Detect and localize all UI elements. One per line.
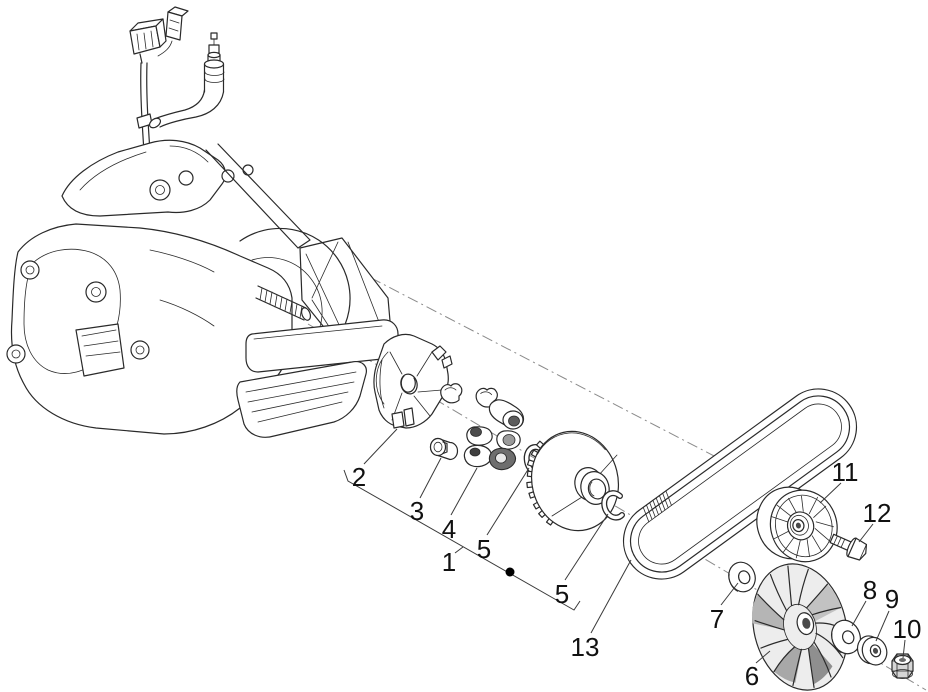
cooling-fins [236,319,399,438]
callout-1: 1 [442,547,456,577]
variator-half-part2 [373,333,453,429]
washer-part8 [831,619,861,655]
leader-8 [851,600,867,627]
callout-11: 11 [832,457,859,487]
roller-fan-blades [770,495,834,559]
leader-4 [450,467,478,516]
callout-3: 3 [410,496,424,526]
leader-lines [363,428,906,664]
leader-11 [819,482,842,504]
bolt-part12 [829,533,868,561]
callout-12: 12 [863,498,892,528]
drive-pulley-face [526,430,620,532]
engine-illustration [6,6,399,438]
callout-13: 13 [571,632,600,662]
leader-10 [902,639,906,659]
leader-5-left [486,467,530,536]
leader-3 [419,457,442,499]
belt-tooth-marks [642,490,672,523]
leader-2 [363,428,398,465]
callout-4: 4 [442,514,456,544]
variator-tab [431,345,447,361]
assembly-bracket-part1 [343,469,581,611]
bushing-part3 [429,437,459,461]
belt-part13 [622,388,858,580]
callout-6: 6 [745,661,759,691]
callout-7: 7 [710,604,724,634]
fan-half-pulley-part6 [751,563,848,691]
engine-head-cover [61,139,254,217]
leader-9 [875,610,890,642]
spacer-part9 [856,635,888,666]
ignition-coil [148,32,225,129]
callout-10: 10 [893,614,922,644]
guide-shoes-part [440,383,498,408]
callout-5-right: 5 [555,579,569,609]
crank-axis-line [351,267,719,459]
leader-6 [755,650,771,664]
rollers-part4 [463,399,525,471]
callout-9: 9 [885,584,899,614]
callout-5-left: 5 [477,534,491,564]
leader-13 [590,559,632,634]
washer-part7 [728,561,756,593]
callouts: 2 3 4 1 5 5 13 7 6 8 9 10 11 12 [352,457,922,691]
callout-2: 2 [352,462,366,492]
fan-blades [754,565,846,689]
leader-5-right [564,513,609,581]
circlip-part5-right [601,490,625,521]
guide-roller-part11 [756,486,838,563]
nut-part10 [891,653,914,679]
leader-12 [858,523,874,543]
callout-8: 8 [863,575,877,605]
assembly-reference-dot [505,567,515,577]
leader-7 [720,582,739,606]
